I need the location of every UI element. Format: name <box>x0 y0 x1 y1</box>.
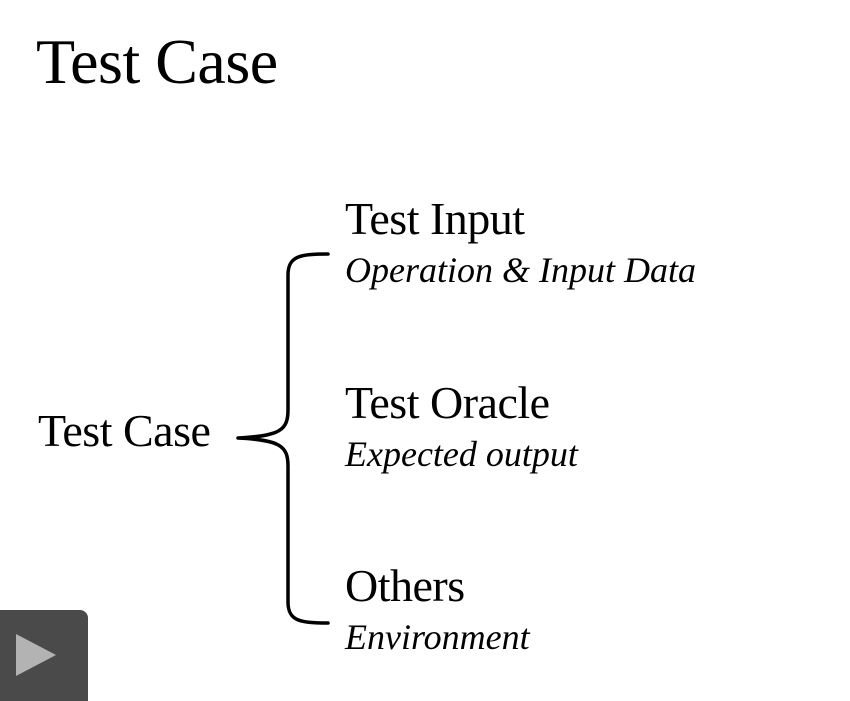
page-title: Test Case <box>36 26 278 97</box>
play-icon <box>16 634 56 676</box>
branch-subtitle: Environment <box>345 617 530 657</box>
branch-test-oracle: Test Oracle Expected output <box>345 377 578 474</box>
brace-path <box>236 252 330 625</box>
branch-subtitle: Expected output <box>345 434 578 474</box>
branch-test-input: Test Input Operation & Input Data <box>345 193 696 290</box>
branch-title: Test Oracle <box>345 377 550 428</box>
branch-title: Others <box>345 560 465 611</box>
play-button[interactable] <box>0 610 88 701</box>
branch-others: Others Environment <box>345 560 530 657</box>
root-node-label: Test Case <box>38 405 211 456</box>
branch-subtitle: Operation & Input Data <box>345 250 696 290</box>
branch-title: Test Input <box>345 193 525 244</box>
